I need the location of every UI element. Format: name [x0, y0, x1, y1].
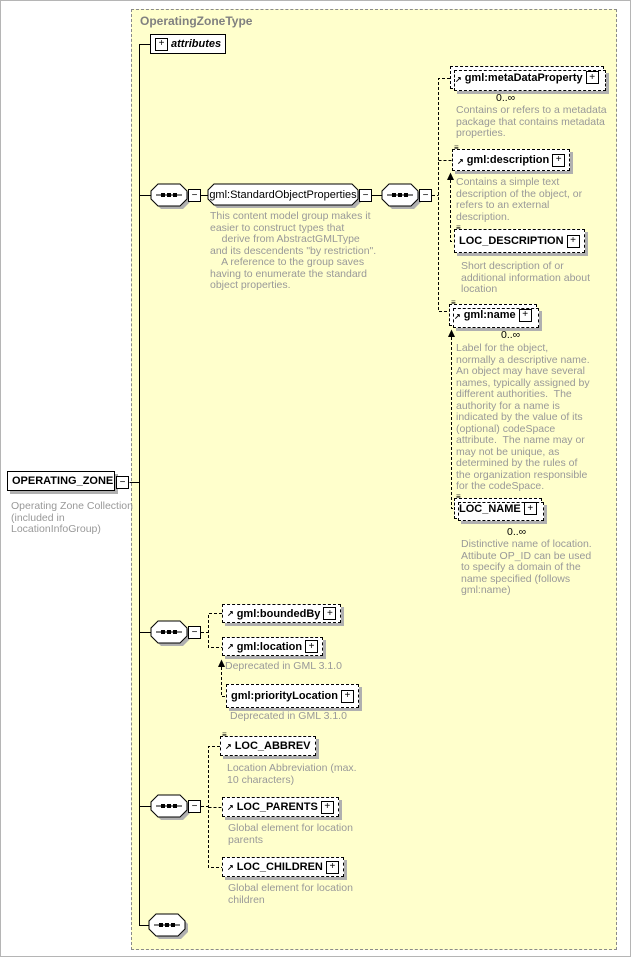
expand-button[interactable]: +: [523, 502, 537, 515]
element-label: gml:name: [463, 309, 516, 321]
annotation-marker-icon: ≡: [454, 143, 459, 152]
collapse-button-sequence-3[interactable]: −: [188, 626, 201, 639]
element-label: LOC_NAME: [459, 502, 521, 515]
connector-line: [129, 44, 382, 926]
annotation-loc-children: Global element for location children: [228, 882, 353, 906]
expand-button[interactable]: +: [325, 860, 339, 874]
element-gml-description[interactable]: ≡ ↗ gml:description +: [452, 144, 571, 171]
annotation-marker-icon: ≡: [222, 730, 227, 739]
reference-arrow-icon: ↗: [227, 863, 234, 872]
element-label: LOC_PARENTS: [236, 801, 318, 813]
expand-button[interactable]: +: [340, 689, 354, 703]
annotation-location: Deprecated in GML 3.1.0: [225, 660, 342, 672]
element-loc-children[interactable]: ↗ LOC_CHILDREN +: [222, 857, 344, 877]
annotation-loc-parents: Global element for location parents: [228, 822, 353, 846]
element-label: LOC_DESCRIPTION: [459, 235, 564, 247]
expand-button[interactable]: +: [566, 234, 580, 248]
substitution-arrow: [218, 172, 455, 667]
element-label: LOC_ABBREV: [234, 740, 311, 752]
element-label: OPERATING_ZONE: [12, 475, 114, 487]
reference-arrow-icon: ↗: [457, 157, 464, 166]
annotation-loc-abbrev: Location Abbreviation (max. 10 character…: [227, 762, 357, 786]
attributes-label: attributes: [171, 38, 222, 50]
element-loc-description[interactable]: ≡ LOC_DESCRIPTION +: [454, 224, 585, 253]
model-group-standard-object-properties[interactable]: gml:StandardObjectProperties: [208, 184, 358, 205]
occurrence-label: 0..∞: [501, 329, 521, 341]
annotation-metadataproperty: Contains or refers to a metadata package…: [456, 104, 607, 139]
element-label: gml:metaDataProperty: [464, 71, 583, 84]
element-gml-prioritylocation[interactable]: gml:priorityLocation +: [226, 684, 359, 708]
element-label: gml:boundedBy: [236, 607, 321, 620]
annotation-prioritylocation: Deprecated in GML 3.1.0: [230, 710, 347, 722]
element-loc-abbrev[interactable]: ≡ ↗ LOC_ABBREV: [220, 731, 316, 756]
expand-attributes-button[interactable]: +: [155, 37, 168, 51]
reference-arrow-icon: ↗: [455, 75, 462, 84]
annotation-description: Contains a simple text description of th…: [456, 176, 583, 223]
connector-line-optional: [201, 78, 454, 868]
element-label: LOC_CHILDREN: [236, 861, 323, 873]
annotation-marker-icon: ≡: [456, 492, 461, 501]
reference-arrow-icon: ↗: [227, 803, 234, 812]
expand-button[interactable]: +: [518, 308, 532, 322]
expand-button[interactable]: +: [323, 607, 337, 620]
expand-button[interactable]: +: [305, 640, 319, 653]
sequence-icon: [148, 183, 421, 939]
element-operating-zone[interactable]: OPERATING_ZONE: [7, 471, 115, 491]
element-label: gml:description: [466, 154, 550, 166]
annotation-name: Label for the object, normally a descrip…: [456, 342, 590, 492]
collapse-button-sequence-1[interactable]: −: [188, 189, 201, 202]
occurrence-label: 0..∞: [496, 92, 516, 104]
expand-button[interactable]: +: [552, 153, 566, 167]
collapse-button-operating-zone[interactable]: −: [116, 476, 129, 489]
annotation-standard-object-properties: This content model group makes it easier…: [210, 210, 377, 291]
element-label: gml:priorityLocation: [231, 690, 338, 702]
element-loc-name[interactable]: ≡ LOC_NAME +: [454, 493, 544, 521]
collapse-button-sequence-2[interactable]: −: [419, 189, 432, 202]
collapse-button-standard-object-properties[interactable]: −: [359, 189, 372, 202]
annotation-operating-zone: Operating Zone Collection (included in L…: [11, 500, 133, 535]
model-group-label: gml:StandardObjectProperties: [209, 188, 357, 201]
annotation-marker-icon: ≡: [451, 298, 456, 307]
reference-arrow-icon: ↗: [227, 609, 234, 618]
collapse-button-sequence-4[interactable]: −: [188, 800, 201, 813]
expand-button[interactable]: +: [585, 71, 599, 84]
element-gml-location[interactable]: ↗ gml:location +: [222, 637, 324, 656]
model-group-shape: [207, 183, 361, 208]
annotation-marker-icon: ≡: [456, 223, 461, 232]
element-gml-metadataproperty[interactable]: ↗ gml:metaDataProperty +: [450, 66, 606, 91]
element-gml-name[interactable]: ≡ ↗ gml:name +: [449, 299, 539, 328]
reference-arrow-icon: ↗: [227, 642, 234, 651]
element-label: gml:location: [236, 640, 303, 653]
occurrence-label: 0..∞: [507, 526, 527, 538]
element-gml-boundedby[interactable]: ↗ gml:boundedBy +: [222, 604, 342, 623]
annotation-loc-name: Distinctive name of location. Attibute O…: [461, 538, 592, 596]
element-loc-parents[interactable]: ↗ LOC_PARENTS +: [222, 797, 339, 817]
reference-arrow-icon: ↗: [454, 312, 461, 321]
annotation-loc-description: Short description of or additional infor…: [461, 260, 591, 295]
reference-arrow-icon: ↗: [225, 742, 232, 751]
expand-button[interactable]: +: [320, 800, 334, 814]
attributes-box[interactable]: + attributes: [150, 34, 226, 54]
complex-type-title: OperatingZoneType: [140, 14, 253, 28]
